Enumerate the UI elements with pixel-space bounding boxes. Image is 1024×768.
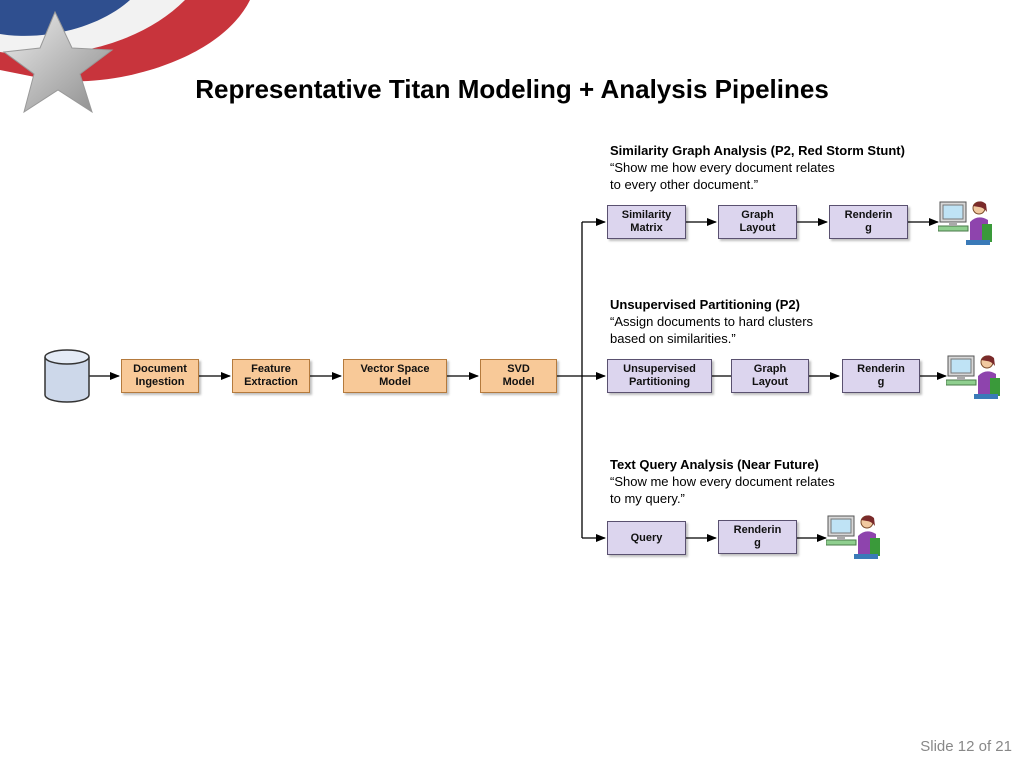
query-box: Query — [607, 521, 686, 555]
query-analysis-annotation: Text Query Analysis (Near Future) “Show … — [610, 456, 835, 507]
document-ingestion-box: Document Ingestion — [121, 359, 199, 393]
rendering-box-1: Renderin g — [829, 205, 908, 239]
database-cylinder-icon — [44, 349, 90, 403]
logo-star-swoosh-icon — [0, 0, 250, 114]
similarity-analysis-heading: Similarity Graph Analysis (P2, Red Storm… — [610, 143, 905, 158]
graph-layout-box-2: Graph Layout — [731, 359, 809, 393]
unsupervised-partitioning-box: Unsupervised Partitioning — [607, 359, 712, 393]
similarity-matrix-box: Similarity Matrix — [607, 205, 686, 239]
document-ingestion-label: Document Ingestion — [133, 363, 187, 388]
partitioning-annotation: Unsupervised Partitioning (P2) “Assign d… — [610, 296, 813, 347]
partitioning-quote: “Assign documents to hard clusters based… — [610, 314, 814, 346]
svd-model-box: SVD Model — [480, 359, 557, 393]
graph-layout-label-1: Graph Layout — [739, 209, 776, 234]
unsupervised-partitioning-label: Unsupervised Partitioning — [623, 363, 696, 388]
logo-blue-band — [0, 0, 130, 36]
query-label: Query — [630, 531, 663, 544]
similarity-analysis-annotation: Similarity Graph Analysis (P2, Red Storm… — [610, 142, 905, 193]
svd-model-label: SVD Model — [502, 363, 535, 388]
query-analysis-heading: Text Query Analysis (Near Future) — [610, 457, 819, 472]
similarity-matrix-label: Similarity Matrix — [621, 209, 672, 234]
logo-star — [2, 10, 114, 114]
partitioning-heading: Unsupervised Partitioning (P2) — [610, 297, 800, 312]
user-at-computer-icon-3 — [826, 515, 880, 559]
slide-number: Slide 12 of 21 — [920, 738, 1012, 755]
user-at-computer-icon-2 — [946, 355, 1000, 399]
feature-extraction-box: Feature Extraction — [232, 359, 310, 393]
graph-layout-label-2: Graph Layout — [751, 363, 789, 388]
rendering-box-2: Renderin g — [842, 359, 920, 393]
rendering-label-1: Renderin g — [844, 209, 893, 234]
slide-title: Representative Titan Modeling + Analysis… — [195, 74, 829, 104]
vector-space-model-label: Vector Space Model — [360, 363, 430, 388]
graph-layout-box-1: Graph Layout — [718, 205, 797, 239]
rendering-box-3: Renderin g — [718, 520, 797, 554]
rendering-label-2: Renderin g — [857, 363, 905, 388]
vector-space-model-box: Vector Space Model — [343, 359, 447, 393]
rendering-label-3: Renderin g — [733, 524, 782, 549]
similarity-analysis-quote: “Show me how every document relates to e… — [610, 160, 835, 192]
user-at-computer-icon — [938, 201, 992, 245]
query-analysis-quote: “Show me how every document relates to m… — [610, 474, 835, 506]
feature-extraction-label: Feature Extraction — [244, 363, 298, 388]
